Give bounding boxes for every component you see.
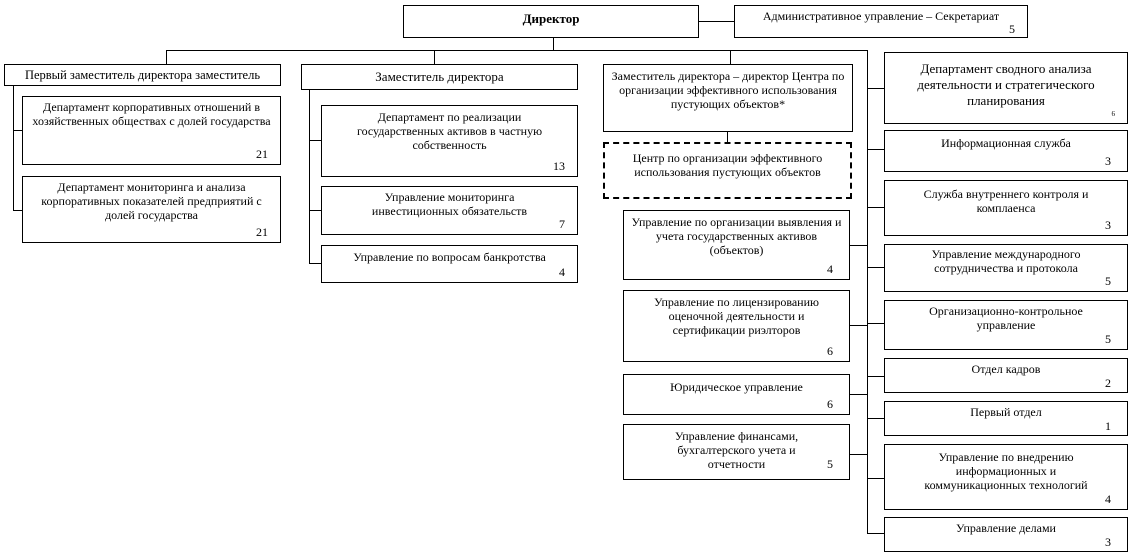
connector-line bbox=[727, 132, 728, 142]
unit-count: 6 bbox=[1111, 110, 1116, 118]
unit-title: Юридическое управление bbox=[670, 380, 803, 394]
deputy-center-title: Заместитель директора – директор Центра … bbox=[611, 69, 845, 111]
right-unit-7: Первый отдел 1 bbox=[884, 401, 1128, 436]
unit-count: 21 bbox=[256, 225, 268, 239]
connector-line bbox=[309, 210, 321, 211]
unit-title: Управление международного сотрудничества… bbox=[931, 247, 1081, 275]
connector-line bbox=[867, 267, 884, 268]
connector-line bbox=[850, 394, 867, 395]
right-unit-3: Служба внутреннего контроля и комплаенса… bbox=[884, 180, 1128, 236]
unit-title: Информационная служба bbox=[941, 136, 1071, 150]
unit-title: Управление по организации выявления и уч… bbox=[631, 215, 842, 257]
connector-line bbox=[867, 207, 884, 208]
center-title: Центр по организации эффективного исполь… bbox=[632, 151, 823, 179]
connector-line bbox=[867, 149, 884, 150]
connector-line bbox=[850, 454, 867, 455]
connector-line bbox=[166, 50, 167, 64]
connector-line bbox=[867, 50, 868, 533]
unit-count: 6 bbox=[827, 344, 833, 358]
connector-line bbox=[867, 88, 884, 89]
unit-title: Организационно-контрольное управление bbox=[929, 304, 1083, 332]
deputy-box: Заместитель директора bbox=[301, 64, 578, 90]
connector-line bbox=[867, 478, 884, 479]
connector-line bbox=[13, 86, 14, 210]
unit-title: Управление по лицензированию оценочной д… bbox=[654, 295, 819, 337]
right-unit-8: Управление по внедрению информационных и… bbox=[884, 444, 1128, 510]
first-deputy-unit-2: Департамент мониторинга и анализа корпор… bbox=[22, 176, 281, 243]
unit-count: 4 bbox=[827, 262, 833, 276]
unit-title: Первый отдел bbox=[970, 405, 1042, 419]
center-unit-2: Управление по лицензированию оценочной д… bbox=[623, 290, 850, 362]
first-deputy-box: Первый заместитель директора заместитель bbox=[4, 64, 281, 86]
connector-line bbox=[13, 130, 22, 131]
right-unit-1: Департамент сводного анализа деятельност… bbox=[884, 52, 1128, 124]
unit-count: 3 bbox=[1105, 535, 1111, 549]
connector-line bbox=[698, 21, 734, 22]
first-deputy-unit-1: Департамент корпоративных отношений в хо… bbox=[22, 96, 281, 165]
unit-count: 4 bbox=[1105, 492, 1111, 506]
center-unit-3: Юридическое управление 6 bbox=[623, 374, 850, 415]
secretariat-box: Административное управление – Секретариа… bbox=[734, 5, 1028, 38]
unit-title: Департамент корпоративных отношений в хо… bbox=[32, 100, 271, 128]
connector-line bbox=[867, 418, 884, 419]
right-unit-5: Организационно-контрольное управление 5 bbox=[884, 300, 1128, 350]
unit-title: Управление финансами, бухгалтерского уче… bbox=[674, 429, 799, 471]
deputy-unit-1: Департамент по реализации государственны… bbox=[321, 105, 578, 177]
connector-line bbox=[730, 50, 731, 64]
unit-title: Департамент сводного анализа деятельност… bbox=[917, 61, 1095, 108]
director-title: Директор bbox=[522, 11, 580, 26]
unit-count: 3 bbox=[1105, 218, 1111, 232]
unit-title: Управление мониторинга инвестиционных об… bbox=[371, 190, 528, 218]
director-box: Директор bbox=[403, 5, 699, 38]
unit-count: 13 bbox=[553, 159, 565, 173]
deputy-center-box: Заместитель директора – директор Центра … bbox=[603, 64, 853, 132]
first-deputy-title: Первый заместитель директора заместитель bbox=[24, 68, 261, 82]
unit-title: Служба внутреннего контроля и комплаенса bbox=[923, 187, 1089, 215]
connector-line bbox=[553, 38, 554, 50]
deputy-unit-2: Управление мониторинга инвестиционных об… bbox=[321, 186, 578, 235]
unit-title: Департамент по реализации государственны… bbox=[356, 110, 543, 152]
unit-count: 1 bbox=[1105, 419, 1111, 433]
unit-title: Отдел кадров bbox=[971, 362, 1041, 376]
right-unit-6: Отдел кадров 2 bbox=[884, 358, 1128, 393]
connector-line bbox=[309, 263, 321, 264]
center-unit-4: Управление финансами, бухгалтерского уче… bbox=[623, 424, 850, 480]
unit-count: 5 bbox=[1105, 332, 1111, 346]
deputy-unit-3: Управление по вопросам банкротства 4 bbox=[321, 245, 578, 283]
connector-line bbox=[434, 50, 435, 64]
connector-line bbox=[309, 140, 321, 141]
secretariat-title: Административное управление – Секретариа… bbox=[762, 9, 1000, 23]
right-unit-9: Управление делами 3 bbox=[884, 517, 1128, 552]
connector-line bbox=[867, 376, 884, 377]
unit-title: Департамент мониторинга и анализа корпор… bbox=[41, 180, 262, 222]
right-unit-2: Информационная служба 3 bbox=[884, 130, 1128, 172]
unit-count: 21 bbox=[256, 147, 268, 161]
connector-line bbox=[850, 325, 867, 326]
deputy-title: Заместитель директора bbox=[375, 69, 504, 84]
unit-count: 3 bbox=[1105, 154, 1111, 168]
secretariat-count: 5 bbox=[1009, 22, 1015, 36]
right-unit-4: Управление международного сотрудничества… bbox=[884, 244, 1128, 292]
unit-count: 5 bbox=[827, 457, 833, 471]
center-unit-1: Управление по организации выявления и уч… bbox=[623, 210, 850, 280]
unit-count: 6 bbox=[827, 397, 833, 411]
unit-count: 2 bbox=[1105, 376, 1111, 390]
unit-title: Управление делами bbox=[956, 521, 1056, 535]
connector-line bbox=[867, 533, 884, 534]
connector-line bbox=[850, 245, 867, 246]
connector-line bbox=[309, 90, 310, 263]
center-box: Центр по организации эффективного исполь… bbox=[603, 142, 852, 199]
connector-line bbox=[166, 50, 868, 51]
unit-title: Управление по вопросам банкротства bbox=[353, 250, 546, 264]
unit-count: 5 bbox=[1105, 274, 1111, 288]
unit-count: 7 bbox=[559, 217, 565, 231]
unit-title: Управление по внедрению информационных и… bbox=[924, 450, 1088, 492]
unit-count: 4 bbox=[559, 265, 565, 279]
connector-line bbox=[13, 210, 22, 211]
connector-line bbox=[867, 323, 884, 324]
